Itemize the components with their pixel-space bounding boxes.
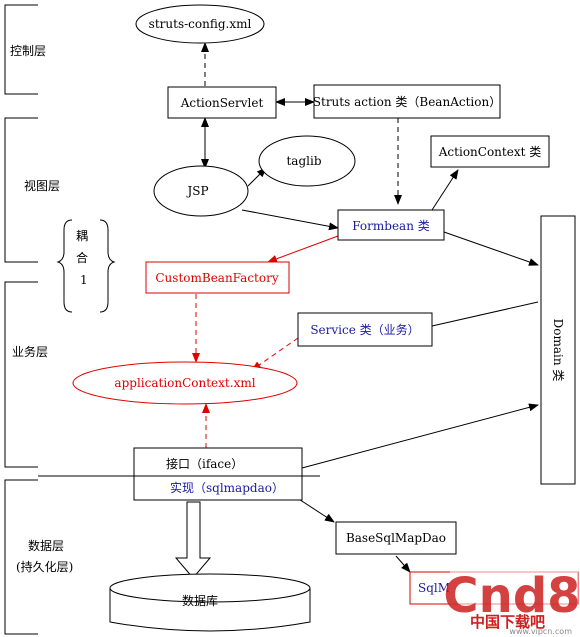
coupling-left-brace: [56, 219, 73, 313]
iface-node: [133, 447, 303, 501]
service-node: [297, 312, 433, 347]
control-layer-bracket: [4, 4, 38, 95]
formbean-node: [337, 209, 445, 241]
hollow-arrow-to-database: [174, 501, 212, 579]
struts-config-node: [135, 4, 265, 44]
coupling-label-1: 耦: [76, 229, 88, 243]
edge-basesqlmapdao-sqlmap: [395, 555, 411, 573]
edge-jsp-formbean: [241, 209, 339, 231]
base-sql-map-dao-label: BaseSqlMapDao: [346, 531, 446, 545]
coupling-label-2: 合: [76, 250, 88, 265]
edge-formbean-actioncontext: [431, 169, 459, 211]
data-layer-label: 数据层: [28, 538, 64, 553]
view-layer-bracket: [4, 117, 38, 263]
struts-config-label: struts-config.xml: [149, 17, 252, 31]
formbean-label: Formbean 类: [352, 219, 430, 233]
sql-map-label: SqlM: [418, 581, 450, 595]
action-servlet-node: [167, 86, 277, 119]
service-label: Service 类（业务）: [310, 322, 419, 337]
domain-label: Domain 类: [551, 319, 565, 382]
edge-service-domain: [431, 301, 539, 327]
jsp-node: [153, 165, 249, 217]
business-layer-label: 业务层: [12, 344, 48, 359]
view-layer-label: 视图层: [24, 178, 60, 193]
watermark-url-text: www.vipcn.com: [509, 627, 572, 636]
edge-iface-domain: [301, 403, 539, 469]
action-context-node: [430, 135, 550, 168]
watermark-logo-text: Cnd8: [443, 568, 580, 624]
watermark-site-text: 中国下载吧: [470, 613, 545, 631]
action-servlet-label: ActionServlet: [180, 96, 264, 110]
taglib-label: taglib: [286, 154, 321, 168]
taglib-node: [258, 135, 356, 187]
edge-formbean-domain: [443, 231, 539, 266]
coupling-label-3: 1: [80, 273, 88, 287]
watermark-logo: Cnd8 中国下载吧 www.vipcn.com: [443, 566, 580, 636]
iface-label: 接口（iface）: [166, 456, 243, 471]
edge-service-appctx: [251, 337, 299, 371]
data-layer-sublabel: (持久化层): [16, 559, 73, 574]
custom-bean-factory-label: CustomBeanFactory: [155, 271, 278, 285]
struts-action-label: Struts action 类（BeanAction）: [313, 95, 501, 109]
base-sql-map-dao-node: [335, 521, 457, 555]
database-label: 数据库: [182, 593, 218, 608]
action-context-label: ActionContext 类: [438, 145, 541, 159]
business-layer-bracket: [4, 281, 38, 468]
jsp-label: JSP: [185, 184, 208, 198]
coupling-right-brace: [99, 219, 116, 313]
application-context-label: applicationContext.xml: [114, 376, 255, 390]
database-node: [109, 573, 311, 632]
data-layer-bracket: [4, 479, 38, 635]
impl-label: 实现（sqlmapdao）: [170, 480, 284, 495]
application-context-node: [72, 361, 298, 405]
custom-bean-factory-node: [145, 261, 290, 294]
edge-formbean-factory: [267, 235, 339, 263]
control-layer-label: 控制层: [10, 44, 46, 58]
domain-node: [540, 215, 576, 485]
struts-action-node: [313, 84, 501, 119]
